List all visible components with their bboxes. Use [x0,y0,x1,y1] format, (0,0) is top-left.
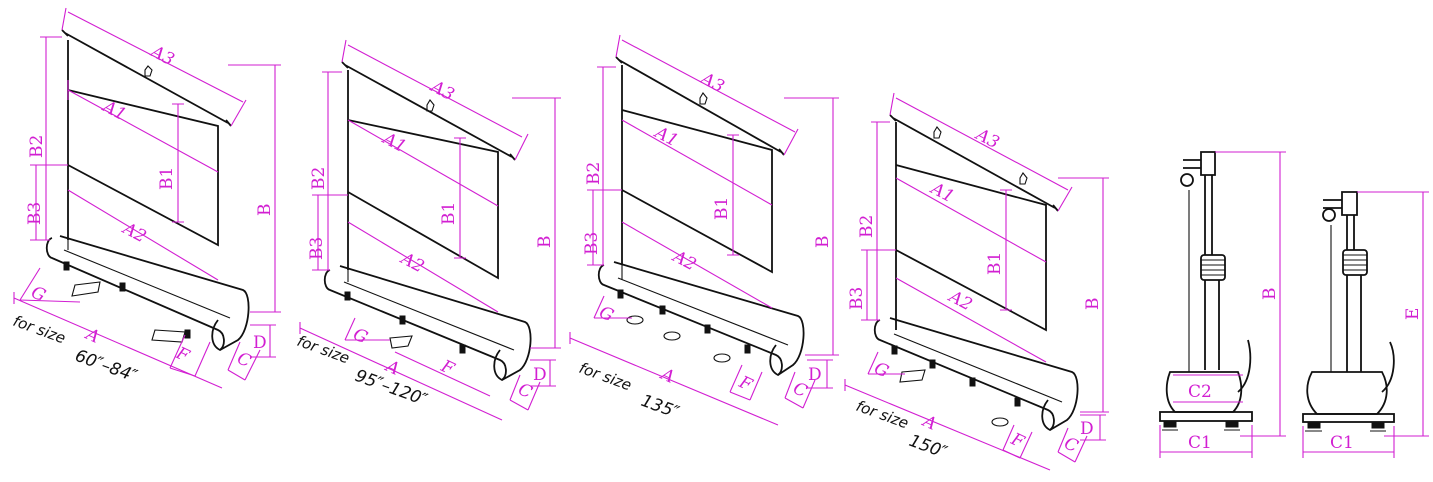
label-C1: C1 [1330,433,1354,453]
label-A: A [81,324,102,348]
label-G: G [28,282,49,306]
label-A3: A3 [971,124,1003,153]
model-size: 60″–84″ [72,346,140,387]
label-G: G [350,324,371,348]
model-size: 150″ [906,431,950,463]
label-A1: A1 [650,122,682,151]
screen-model-2: A3 A1 A2 B1 B2 B3 B A G F C D for size 9… [295,39,561,421]
label-B: B [535,236,555,249]
label-C1: C1 [1188,433,1212,453]
label-B: B [1260,288,1280,301]
label-A1: A1 [926,178,958,207]
label-D: D [1080,419,1094,439]
side-view-tall: C2 C1 B [1159,151,1286,458]
label-B2: B2 [309,167,329,190]
label-E: E [1403,308,1423,320]
label-B1: B1 [439,202,459,225]
label-B3: B3 [307,237,327,260]
label-B: B [1083,298,1103,311]
model-caption: for size [577,359,634,395]
label-F: F [437,356,458,380]
screen-model-3: A3 A1 A2 B1 B2 B3 B A G F C D for size 1… [569,34,839,426]
model-caption: for size [295,332,352,368]
label-B3: B3 [25,202,45,225]
screen-model-4: A3 A1 A2 B1 B2 B3 B A G F C D for size 1… [844,92,1109,471]
label-F: F [172,343,193,367]
label-C2: C2 [1188,382,1212,402]
label-A2: A2 [668,246,700,275]
label-D: D [533,365,547,385]
label-B3: B3 [582,232,602,255]
label-B1: B1 [985,252,1005,275]
side-view-short: C1 E [1302,191,1429,458]
label-A: A [918,411,939,435]
label-B1: B1 [712,197,732,220]
model-size: 135″ [638,391,682,423]
label-B: B [255,204,275,217]
label-A3: A3 [696,68,728,97]
label-D: D [808,365,822,385]
label-B1: B1 [157,167,177,190]
label-B2: B2 [857,215,877,238]
model-caption: for size [854,397,911,433]
label-B: B [813,236,833,249]
label-D: D [253,333,267,353]
label-B2: B2 [27,135,47,158]
screen-model-1: A3 A1 A2 B1 B2 B3 B A G F C D for size 6… [11,7,281,389]
label-B2: B2 [584,162,604,185]
label-B3: B3 [847,287,867,310]
label-A2: A2 [396,248,428,277]
